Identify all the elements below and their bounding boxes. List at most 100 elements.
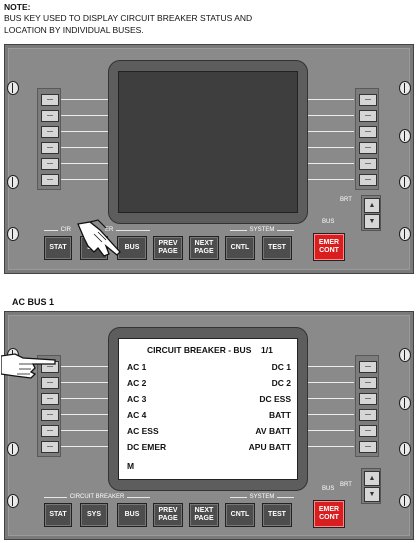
softkey-line (61, 446, 120, 447)
softkey-line (297, 398, 354, 399)
softkey-r5[interactable] (359, 158, 377, 170)
display-screen: CIRCUIT BREAKER - BUS 1/1 AC 1 AC 2 AC 3… (118, 338, 298, 480)
cb-right-6: APU BATT (248, 442, 291, 452)
right-softkey-bank (355, 88, 379, 190)
softkey-line (61, 163, 108, 164)
softkey-r6[interactable] (359, 174, 377, 186)
softkey-l1[interactable] (41, 94, 59, 106)
section-title: AC BUS 1 (12, 297, 55, 307)
prev-page-key[interactable]: PREV PAGE (153, 236, 183, 260)
softkey-r4[interactable] (359, 142, 377, 154)
display-page-number: 1/1 (261, 345, 273, 355)
softkey-r3[interactable] (359, 393, 377, 405)
screw-icon (399, 396, 411, 410)
softkey-l2[interactable] (41, 377, 59, 389)
stat-key[interactable]: STAT (44, 503, 72, 527)
emer-cont-key[interactable]: EMER CONT (313, 233, 345, 261)
cb-right-2: DC 2 (271, 378, 291, 388)
softkey-line (297, 414, 354, 415)
softkey-line (61, 99, 108, 100)
softkey-l2[interactable] (41, 110, 59, 122)
circuit-breaker-group-label-end: ER (105, 226, 153, 234)
screw-icon (7, 442, 19, 456)
cntl-key[interactable]: CNTL (225, 503, 255, 527)
cb-left-6: DC EMER (127, 442, 167, 452)
emer-cont-key[interactable]: EMER CONT (313, 500, 345, 528)
down-arrow-icon[interactable]: ▼ (364, 487, 380, 502)
sys-key[interactable]: SYS (80, 503, 108, 527)
up-arrow-icon[interactable]: ▲ (364, 198, 380, 213)
bus-key[interactable]: BUS (117, 503, 147, 527)
pointing-hand-icon (77, 219, 121, 257)
softkey-line (61, 115, 108, 116)
cb-left-2: AC 2 (127, 378, 147, 388)
softkey-line (61, 382, 120, 383)
softkey-line (61, 398, 120, 399)
up-arrow-icon[interactable]: ▲ (364, 471, 380, 486)
softkey-l5[interactable] (41, 425, 59, 437)
left-softkey-bank (37, 88, 61, 190)
softkey-l4[interactable] (41, 142, 59, 154)
cb-right-1: DC 1 (271, 362, 291, 372)
next-page-key[interactable]: NEXT PAGE (189, 236, 219, 260)
softkey-l3[interactable] (41, 126, 59, 138)
test-key[interactable]: TEST (262, 236, 292, 260)
softkey-r4[interactable] (359, 409, 377, 421)
softkey-r1[interactable] (359, 361, 377, 373)
display-screen-off (118, 71, 298, 213)
screw-icon (399, 227, 411, 241)
cb-right-3: DC ESS (259, 394, 291, 404)
softkey-r2[interactable] (359, 110, 377, 122)
screw-icon (7, 81, 19, 95)
softkey-line (307, 163, 354, 164)
note-heading: NOTE: (4, 2, 31, 12)
softkey-l4[interactable] (41, 409, 59, 421)
softkey-l5[interactable] (41, 158, 59, 170)
softkey-line (307, 131, 354, 132)
cb-right-5: AV BATT (255, 426, 291, 436)
softkey-r1[interactable] (359, 94, 377, 106)
screw-icon (399, 442, 411, 456)
display-title: CIRCUIT BREAKER - BUS (147, 345, 252, 355)
screw-icon (399, 129, 411, 143)
softkey-r6[interactable] (359, 441, 377, 453)
display-footer: M (127, 461, 135, 471)
cb-left-3: AC 3 (127, 394, 147, 404)
bus-key[interactable]: BUS (117, 236, 147, 260)
screw-icon (7, 175, 19, 189)
screw-icon (399, 348, 411, 362)
circuit-breaker-group-label: CIRCUIT BREAKER (41, 493, 153, 501)
prev-page-key[interactable]: PREV PAGE (153, 503, 183, 527)
softkey-l3[interactable] (41, 393, 59, 405)
control-panel-bottom: CIRCUIT BREAKER - BUS 1/1 AC 1 AC 2 AC 3… (1, 311, 414, 540)
screw-icon (7, 494, 19, 508)
cb-left-5: AC ESS (127, 426, 159, 436)
softkey-r2[interactable] (359, 377, 377, 389)
softkey-line (297, 382, 354, 383)
cb-left-1: AC 1 (127, 362, 147, 372)
down-arrow-icon[interactable]: ▼ (364, 214, 380, 229)
note-text: BUS KEY USED TO DISPLAY CIRCUIT BREAKER … (4, 13, 253, 35)
test-key[interactable]: TEST (262, 503, 292, 527)
softkey-line (307, 115, 354, 116)
screw-icon (399, 81, 411, 95)
softkey-line (61, 366, 120, 367)
next-page-key[interactable]: NEXT PAGE (189, 503, 219, 527)
softkey-line (307, 179, 354, 180)
brt-label: BRT (340, 482, 352, 488)
softkey-line (297, 366, 354, 367)
screw-icon (7, 227, 19, 241)
softkey-r5[interactable] (359, 425, 377, 437)
screw-icon (399, 494, 411, 508)
cntl-key[interactable]: CNTL (225, 236, 255, 260)
bus-label: BUS (322, 219, 335, 225)
pointing-hand-icon (1, 353, 56, 379)
softkey-line (61, 131, 108, 132)
softkey-l6[interactable] (41, 441, 59, 453)
brightness-control: ▲ ▼ (361, 195, 381, 231)
stat-key[interactable]: STAT (44, 236, 72, 260)
softkey-line (307, 99, 354, 100)
control-panel-top: CIR ER SYSTEM BUS BRT ▲ ▼ STAT SYS BUS P… (4, 44, 414, 274)
softkey-r3[interactable] (359, 126, 377, 138)
softkey-l6[interactable] (41, 174, 59, 186)
